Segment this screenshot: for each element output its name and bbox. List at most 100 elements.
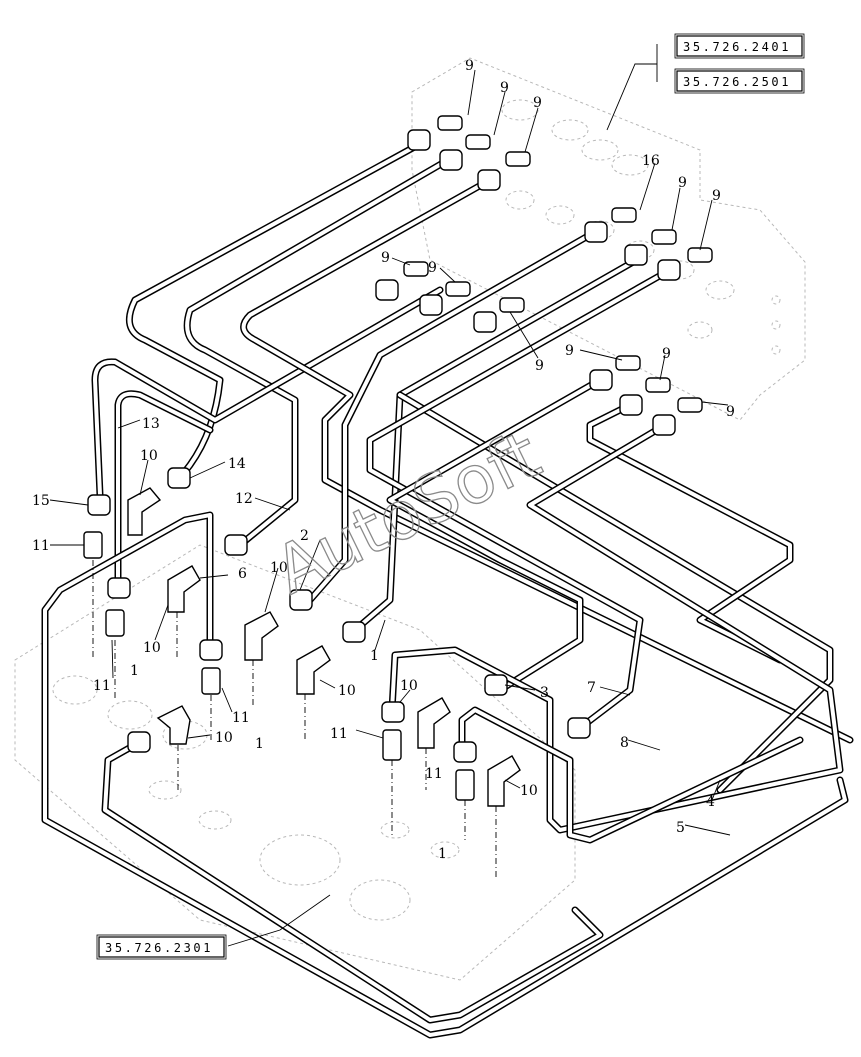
callout-1: 1	[255, 736, 264, 752]
callout-9: 9	[662, 346, 671, 362]
fitting-nut	[407, 129, 431, 151]
straight-adapter	[437, 115, 463, 131]
straight-fitting	[201, 667, 221, 695]
straight-fitting	[105, 609, 125, 637]
reference-code-bottom: 35.726.2301	[105, 941, 213, 955]
fitting-nut	[589, 369, 613, 391]
callout-10: 10	[215, 730, 233, 746]
straight-adapter	[445, 281, 471, 297]
elbow-fitting	[156, 705, 191, 745]
callout-8: 8	[620, 735, 629, 751]
fitting-nut	[167, 467, 191, 489]
elbow-fitting	[296, 645, 331, 695]
callout-9: 9	[428, 260, 437, 276]
control-valve-block	[411, 57, 806, 421]
pipe-fittings	[83, 115, 713, 807]
callout-4: 4	[706, 794, 715, 810]
callout-10: 10	[143, 640, 161, 656]
callout-9: 9	[381, 250, 390, 266]
callout-10: 10	[140, 448, 158, 464]
reference-box-bottom: 35.726.2301	[96, 934, 227, 960]
pipe-tube-7	[366, 266, 674, 732]
fitting-nut	[87, 494, 111, 516]
callout-15: 15	[32, 493, 50, 509]
straight-adapter	[687, 247, 713, 263]
fitting-nut	[567, 717, 591, 739]
fitting-nut	[473, 311, 497, 333]
callout-11: 11	[232, 710, 250, 726]
pipe-tube-2	[306, 228, 599, 604]
callout-11: 11	[425, 766, 443, 782]
pipe-tube-6	[101, 706, 804, 1024]
elbow-fitting	[417, 697, 451, 749]
fitting-nut	[584, 221, 608, 243]
callout-13: 13	[142, 416, 160, 432]
fitting-nut	[419, 294, 443, 316]
callout-7: 7	[587, 680, 596, 696]
callout-12: 12	[235, 491, 253, 507]
elbow-fitting	[127, 487, 162, 536]
pipe-tube-3	[386, 376, 604, 694]
pipe-tube-5	[41, 511, 849, 1039]
straight-adapter	[651, 229, 677, 245]
callout-5: 5	[676, 820, 685, 836]
reference-code-top-2: 35.726.2501	[683, 75, 791, 89]
callout-3: 3	[540, 685, 549, 701]
part-callouts: 9 9 9 16 9 9 9 9 9 9 9 9 13 10 14 15 12 …	[32, 58, 735, 862]
leader-lines	[49, 44, 731, 947]
straight-adapter	[403, 261, 429, 277]
straight-adapter	[611, 207, 637, 223]
callout-14: 14	[228, 456, 246, 472]
straight-adapter	[615, 355, 641, 371]
hydraulic-pipes	[41, 141, 854, 1039]
reference-box-top-1: 35.726.2401	[674, 33, 805, 59]
callout-9: 9	[565, 343, 574, 359]
callout-9: 9	[533, 95, 542, 111]
pipe-tube-1	[240, 176, 854, 744]
watermark: AutoSoft	[263, 415, 553, 610]
fitting-nut	[652, 414, 676, 436]
callout-11: 11	[32, 538, 50, 554]
reference-code-top-1: 35.726.2401	[683, 40, 791, 54]
callout-10: 10	[338, 683, 356, 699]
straight-fitting	[83, 531, 103, 559]
fitting-nut	[439, 149, 463, 171]
straight-adapter	[645, 377, 671, 393]
straight-fitting	[382, 729, 402, 761]
callout-9: 9	[726, 404, 735, 420]
fitting-nut	[375, 279, 399, 301]
callout-10: 10	[400, 678, 418, 694]
elbow-fitting	[487, 755, 521, 807]
fitting-nut	[477, 169, 501, 191]
fitting-nut	[224, 534, 248, 556]
straight-adapter	[505, 151, 531, 167]
fitting-nut	[381, 701, 405, 723]
callout-16: 16	[642, 153, 660, 169]
callout-11: 11	[93, 678, 111, 694]
callout-9: 9	[678, 175, 687, 191]
fitting-nut	[289, 589, 313, 611]
elbow-fitting	[167, 565, 201, 613]
callout-9: 9	[712, 188, 721, 204]
callout-1: 1	[438, 846, 447, 862]
straight-adapter	[499, 297, 525, 313]
callout-10: 10	[520, 783, 538, 799]
callout-1: 1	[130, 663, 139, 679]
fitting-nut	[107, 577, 131, 599]
pipe-tube-8	[388, 401, 844, 834]
callout-9: 9	[500, 80, 509, 96]
callout-6: 6	[238, 566, 247, 582]
watermark-text: AutoSoft	[263, 416, 552, 609]
assembly-axes	[92, 560, 497, 880]
reference-box-top-2: 35.726.2501	[674, 68, 805, 94]
pipe-tube-13	[91, 286, 444, 584]
callout-10: 10	[270, 560, 288, 576]
callout-2: 2	[300, 528, 309, 544]
fitting-nut	[453, 741, 477, 763]
fitting-nut	[619, 394, 643, 416]
pipe-tube-12	[183, 156, 452, 549]
callout-9: 9	[535, 358, 544, 374]
callout-1: 1	[370, 648, 379, 664]
fitting-nut	[199, 639, 223, 661]
